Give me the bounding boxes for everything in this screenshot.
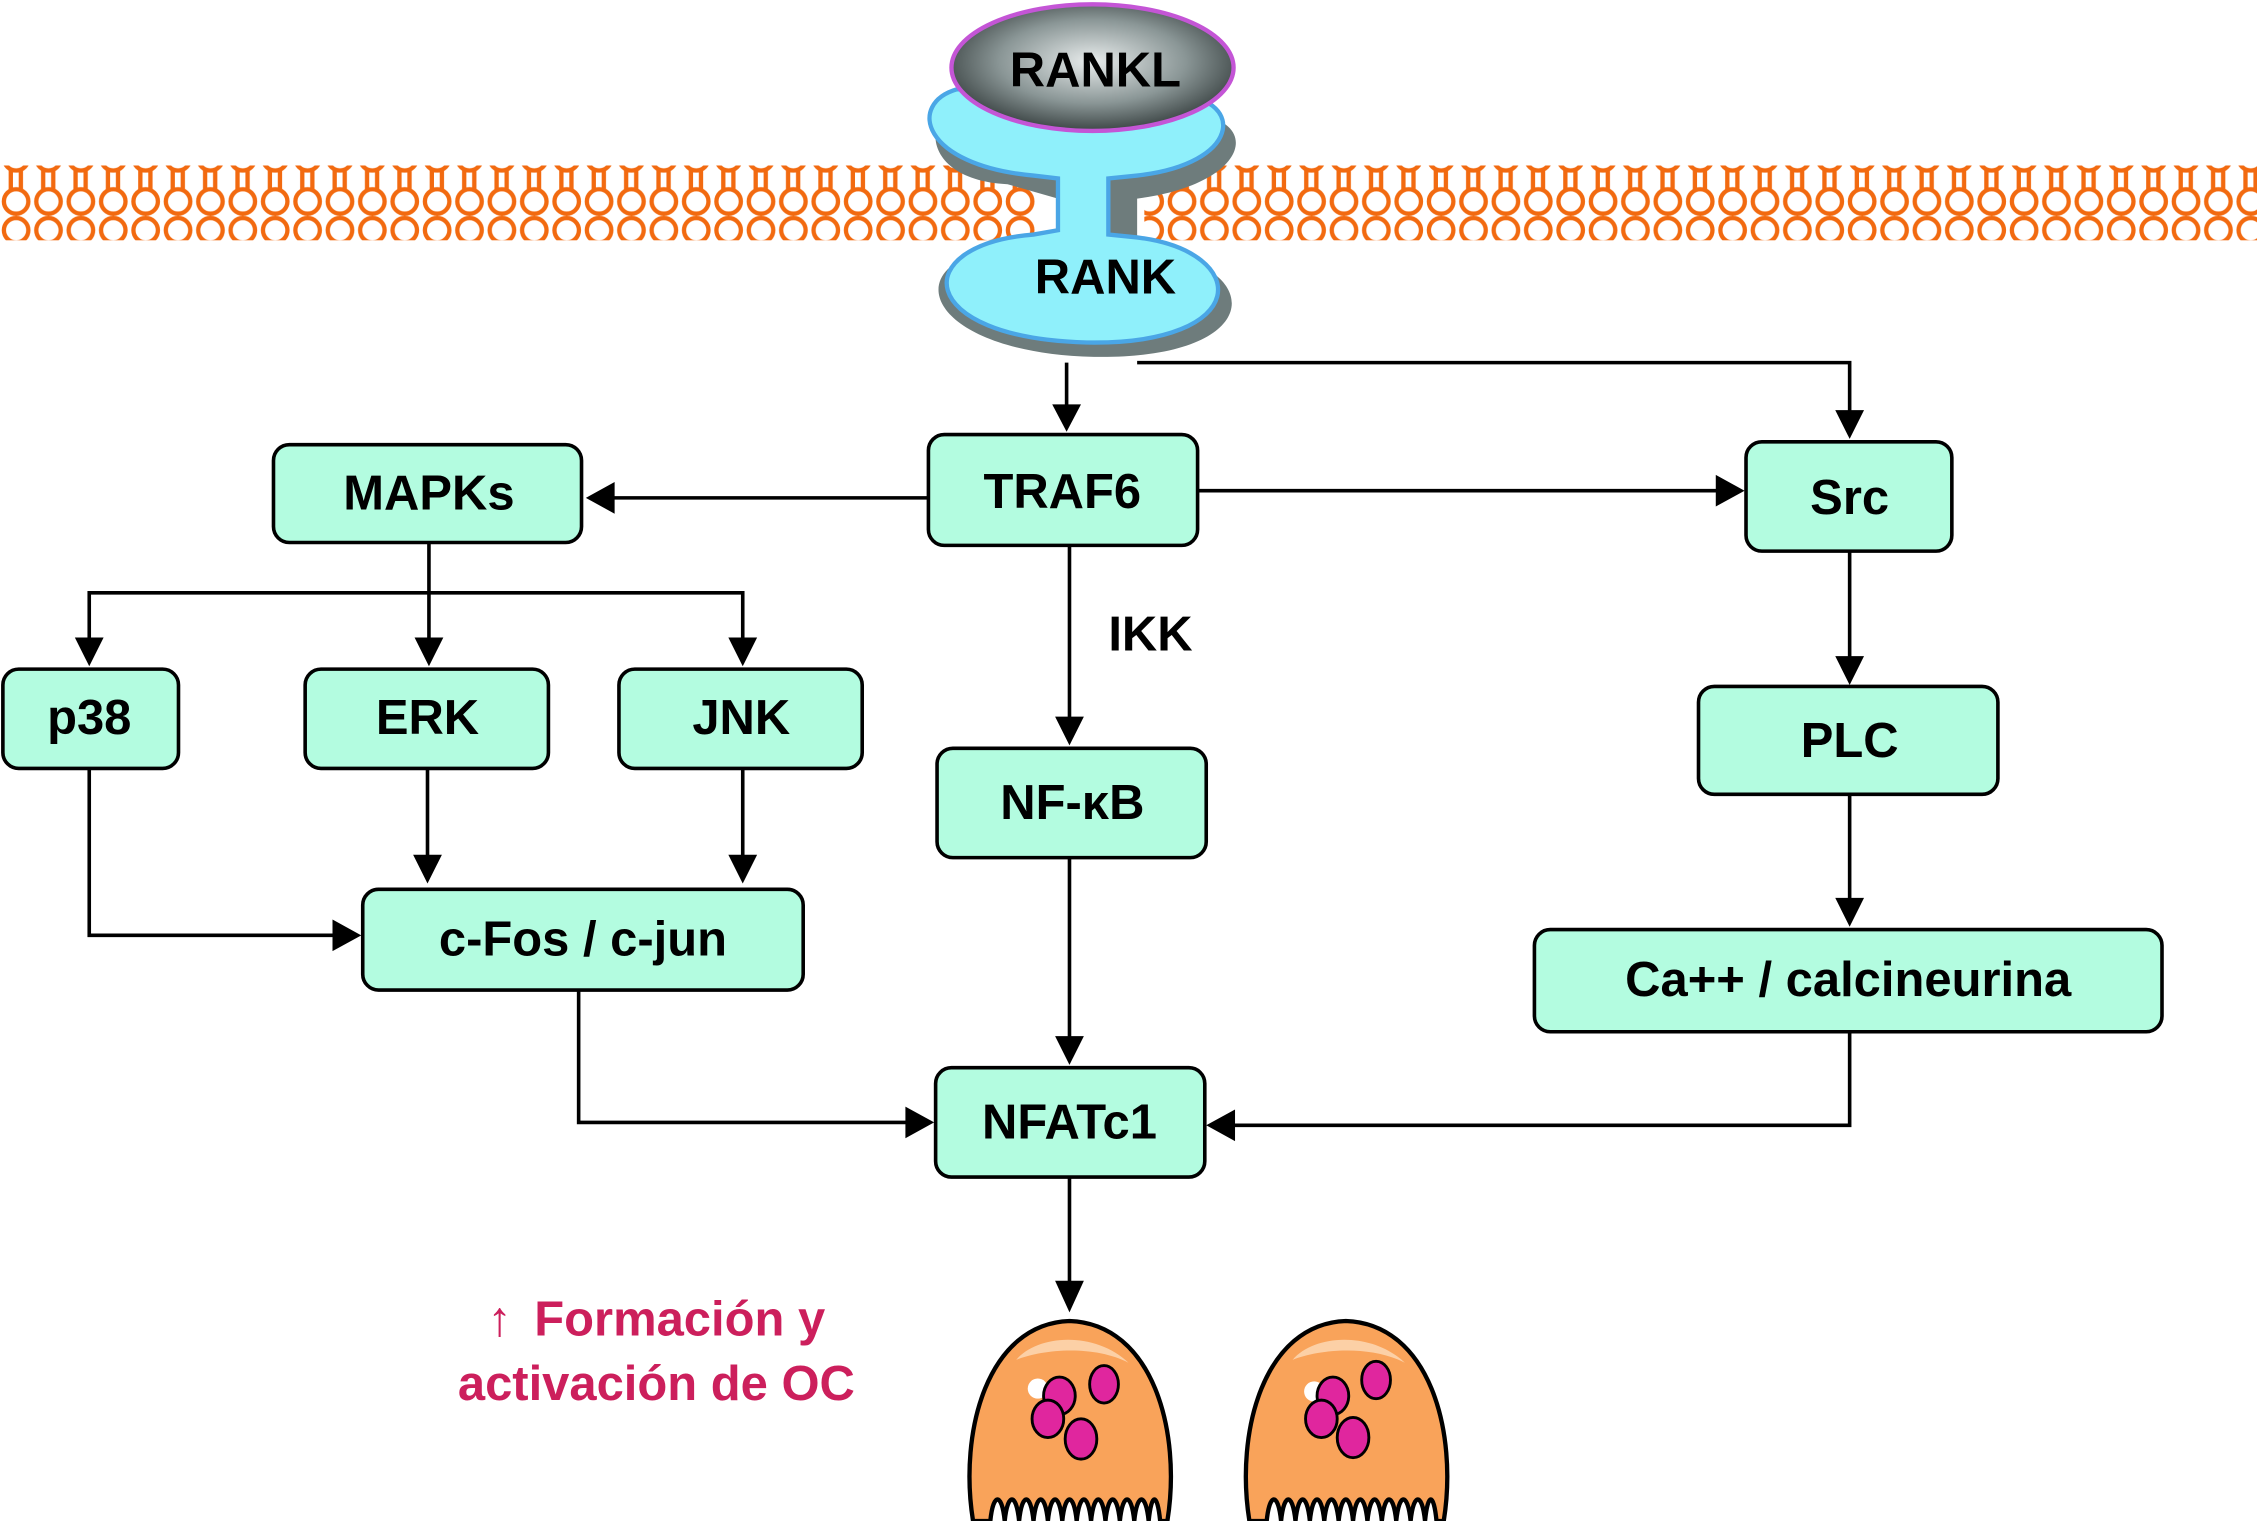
arrowhead — [1055, 716, 1084, 746]
edge-rank-src — [1137, 360, 1852, 415]
node-plc[interactable]: PLC — [1696, 684, 2000, 797]
node-src-box[interactable] — [1744, 439, 1954, 553]
arrowhead — [1835, 410, 1865, 439]
node-erk[interactable]: ERK — [303, 667, 551, 771]
arrowhead — [1206, 1109, 1236, 1142]
outcome-line-1: ↑ Formación y — [488, 1292, 826, 1346]
node-nfkb[interactable]: NF-κB — [935, 746, 1209, 860]
osteoclast-2 — [1243, 1318, 1450, 1521]
arrowhead — [728, 854, 758, 884]
nucleus-icon — [1063, 1417, 1099, 1461]
nucleus-icon — [1088, 1364, 1120, 1405]
membrane-right — [1144, 165, 2257, 241]
rank-body[interactable] — [927, 87, 1226, 345]
node-erk-box[interactable] — [303, 667, 551, 771]
node-plc-box[interactable] — [1696, 684, 2000, 797]
arrowhead — [74, 637, 104, 667]
outcome-line-2: activación de OC — [458, 1357, 855, 1411]
node-nfatc1[interactable]: NFATc1 — [933, 1065, 1207, 1179]
membrane-left — [0, 165, 1037, 241]
edge-cfos-nfatc1 — [576, 990, 910, 1125]
arrowhead — [905, 1106, 935, 1139]
node-mapks-box[interactable] — [271, 442, 584, 545]
node-cfos-cjun[interactable]: c-Fos / c-jun — [360, 887, 805, 992]
node-p38-box[interactable] — [1, 667, 181, 771]
osteoclast-1 — [967, 1318, 1174, 1521]
node-src[interactable]: Src — [1744, 439, 1954, 553]
nucleus-icon — [1360, 1359, 1392, 1401]
node-jnk-label: JNK — [692, 691, 790, 745]
node-cfos-cjun-box[interactable] — [360, 887, 805, 992]
node-traf6[interactable]: TRAF6 — [926, 432, 1200, 548]
rank-label: RANK — [1035, 251, 1176, 305]
arrowhead — [585, 482, 615, 514]
nucleus-icon — [1030, 1398, 1066, 1439]
node-erk-label: ERK — [376, 691, 479, 745]
arrowhead — [1055, 1280, 1084, 1313]
outcome-label: ↑ Formación y activación de OC — [458, 1292, 855, 1411]
arrowhead — [332, 919, 362, 952]
nucleus-icon — [1304, 1398, 1339, 1439]
arrowhead — [1835, 656, 1865, 685]
node-p38-label: p38 — [47, 691, 131, 745]
node-mapks[interactable]: MAPKs — [271, 442, 584, 545]
osteoclast-highlight — [1292, 1339, 1405, 1363]
arrowhead — [413, 854, 442, 884]
rank-receptor: RANK — [927, 87, 1236, 357]
node-cfos-cjun-label: c-Fos / c-jun — [439, 913, 727, 967]
arrowhead — [728, 637, 758, 667]
edge-ca-nfatc1 — [1232, 1031, 1852, 1128]
node-nfatc1-label: NFATc1 — [982, 1095, 1157, 1149]
arrowhead — [1715, 474, 1745, 507]
rankl-ellipse[interactable] — [949, 2, 1236, 134]
outcome-line-1-text: Formación y — [534, 1292, 825, 1346]
osteoclast-highlight — [1016, 1339, 1129, 1363]
arrowhead — [1835, 897, 1865, 927]
node-nfkb-label: NF-κB — [1000, 776, 1144, 830]
cell-membrane — [0, 165, 2257, 241]
up-arrow-icon: ↑ — [488, 1292, 512, 1346]
node-traf6-label: TRAF6 — [983, 465, 1141, 519]
node-p38[interactable]: p38 — [1, 667, 181, 771]
node-ca-calcineurin-box[interactable] — [1532, 927, 2164, 1034]
nucleus-icon — [1335, 1415, 1371, 1460]
arrowhead — [1055, 1036, 1084, 1065]
node-plc-label: PLC — [1801, 714, 1899, 768]
node-src-label: Src — [1810, 471, 1889, 525]
node-nfatc1-box[interactable] — [933, 1065, 1207, 1179]
arrowhead — [414, 637, 444, 667]
rankl-ligand: RANKL — [949, 2, 1236, 134]
node-traf6-box[interactable] — [926, 432, 1200, 548]
edge-p38-cfos — [87, 768, 337, 938]
edges — [74, 360, 1865, 1313]
arrowhead — [1052, 404, 1081, 432]
node-ca-calcineurin[interactable]: Ca++ / calcineurina — [1532, 927, 2164, 1034]
osteoclast-body-icon — [967, 1318, 1174, 1521]
node-mapks-label: MAPKs — [343, 467, 514, 521]
edge-mapks-branch — [87, 591, 745, 644]
node-jnk-box[interactable] — [617, 667, 865, 771]
node-jnk[interactable]: JNK — [617, 667, 865, 771]
node-nfkb-box[interactable] — [935, 746, 1209, 860]
rankl-label: RANKL — [1010, 44, 1181, 98]
node-ca-calcineurin-label: Ca++ / calcineurina — [1625, 953, 2072, 1007]
ikk-label: IKK — [1108, 607, 1192, 661]
